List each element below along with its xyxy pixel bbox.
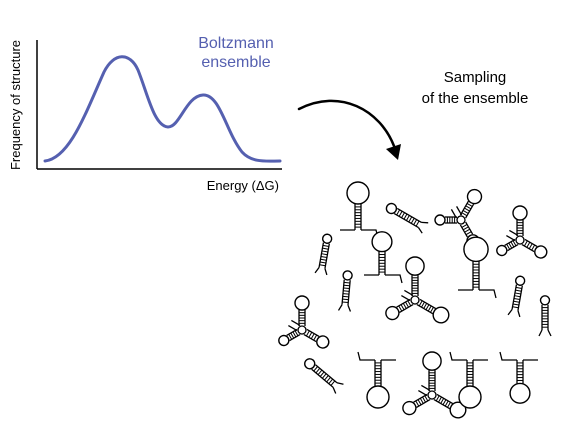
sampling-arrow-group: Sampling of the ensemble xyxy=(297,69,529,160)
boltzmann-curve xyxy=(43,55,282,163)
rna-structure-icon xyxy=(357,351,396,409)
rna-structure-icon xyxy=(434,188,483,248)
rna-structure-icon xyxy=(364,231,403,284)
y-axis-label: Frequency of structure xyxy=(8,40,23,170)
rna-structure-icon xyxy=(304,358,344,394)
rna-structure-icon xyxy=(337,270,353,312)
rna-structure-icon xyxy=(385,256,450,324)
energy-plot: Frequency of structure Energy (ΔG) Boltz… xyxy=(8,35,282,193)
rna-structure-icon xyxy=(458,236,497,299)
sampling-label-line1: Sampling xyxy=(444,69,507,86)
arrowhead-icon xyxy=(386,144,401,160)
rna-structure-icon xyxy=(314,233,333,276)
sampling-arrow xyxy=(297,99,396,148)
rna-structure-icon xyxy=(278,295,330,349)
boltzmann-label-line1: Boltzmann xyxy=(198,35,274,52)
rna-structure-icon xyxy=(499,351,538,404)
boltzmann-label-line2: ensemble xyxy=(201,54,270,71)
x-axis-label: Energy (ΔG) xyxy=(207,178,279,193)
rna-structure-icon xyxy=(496,205,548,259)
rna-structure-icon xyxy=(340,181,379,239)
rna-structure-icon xyxy=(538,295,552,337)
rna-structure-icon xyxy=(507,275,526,318)
rna-structure-icon xyxy=(449,351,488,409)
rna-structure-ensemble xyxy=(278,181,552,419)
rna-structure-icon xyxy=(402,351,467,419)
sampling-label-line2: of the ensemble xyxy=(422,90,529,107)
rna-structure-icon xyxy=(385,202,429,234)
